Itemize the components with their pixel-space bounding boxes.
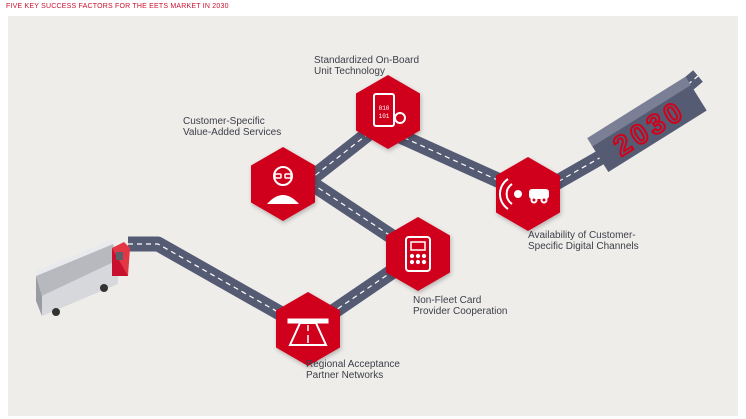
roadmap-diagram: 2030 010 101 xyxy=(36,70,707,366)
tablet-gear-icon: 010 101 xyxy=(373,93,406,127)
label-digital-channels-line2: Specific Digital Channels xyxy=(528,241,639,252)
node-digital-channels xyxy=(496,157,560,231)
svg-text:010: 010 xyxy=(379,105,390,112)
diagram-panel: 2030 010 101 xyxy=(8,16,738,416)
road-icon xyxy=(287,318,329,346)
label-value-added-line2: Value-Added Services xyxy=(183,127,282,138)
card-terminal-icon xyxy=(405,236,431,272)
label-non-fleet-card-line1: Non-Fleet Card xyxy=(413,295,482,306)
label-digital-channels: Availability of Customer- Specific Digit… xyxy=(528,230,639,252)
truck-illustration xyxy=(36,239,130,316)
label-non-fleet-card-line2: Provider Cooperation xyxy=(413,306,508,317)
label-value-added: Customer-Specific Value-Added Services xyxy=(183,116,281,138)
label-regional-acceptance: Regional Acceptance Partner Networks xyxy=(306,359,400,381)
label-digital-channels-line1: Availability of Customer- xyxy=(528,230,636,241)
node-non-fleet-card xyxy=(386,217,450,291)
label-regional-acceptance-line2: Partner Networks xyxy=(306,370,384,381)
label-non-fleet-card: Non-Fleet Card Provider Cooperation xyxy=(413,295,508,317)
label-onboard-unit-line2: Unit Technology xyxy=(314,66,385,77)
person-glasses-icon xyxy=(267,166,299,204)
node-regional-acceptance xyxy=(276,292,340,366)
node-value-added xyxy=(251,147,315,221)
label-onboard-unit-line1: Standardized On-Board xyxy=(314,55,420,66)
label-regional-acceptance-line1: Regional Acceptance xyxy=(306,359,400,370)
car-signal-icon xyxy=(499,178,549,210)
node-onboard-unit: 010 101 xyxy=(356,75,420,149)
milestone-2030: 2030 xyxy=(587,76,707,173)
svg-text:101: 101 xyxy=(379,113,390,120)
label-onboard-unit: Standardized On-Board Unit Technology xyxy=(314,55,419,77)
label-value-added-line1: Customer-Specific xyxy=(183,116,265,127)
page-title: FIVE KEY SUCCESS FACTORS FOR THE EETS MA… xyxy=(6,3,229,10)
